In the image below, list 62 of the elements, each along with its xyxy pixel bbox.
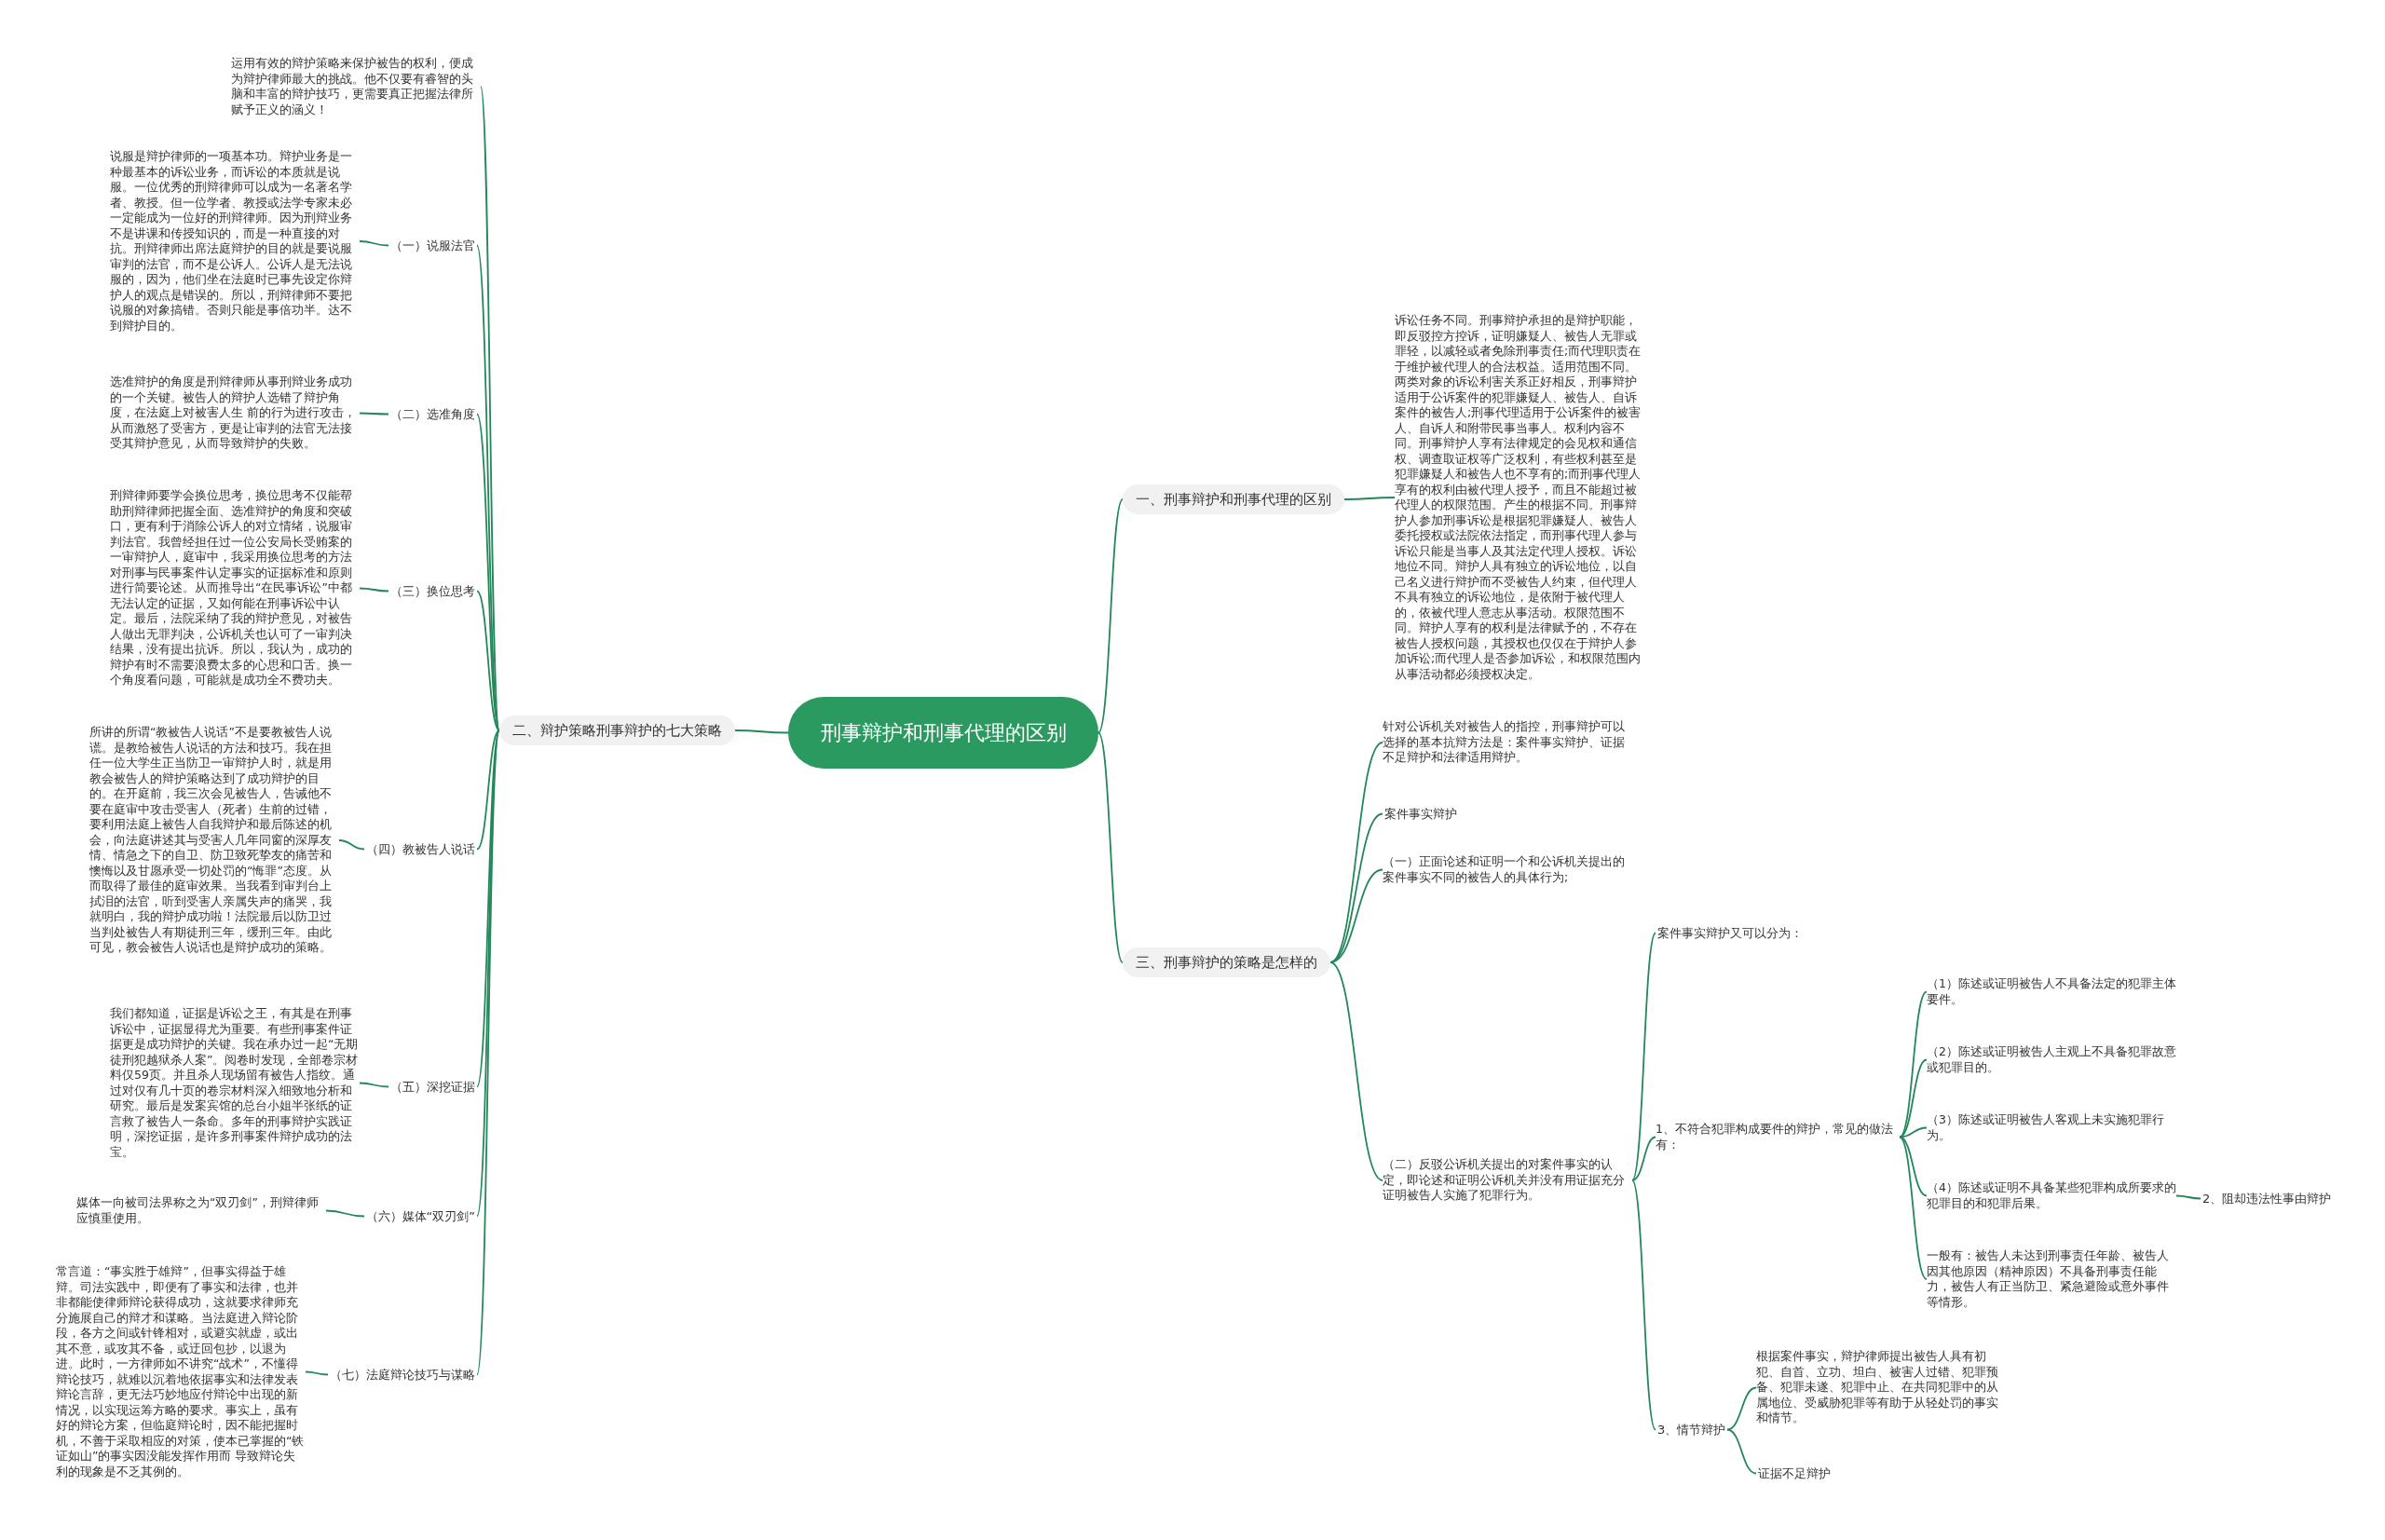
connector-line (1899, 1136, 1928, 1280)
connector-line (1899, 1126, 1928, 1138)
connector-line (359, 587, 389, 593)
subtopic-label: （六）媒体“双刃剑” (363, 1207, 477, 1225)
subtopic-label: （五）深挖证据 (388, 1078, 477, 1096)
connector-line (1329, 961, 1383, 1181)
note-text: 根据案件事实，辩护律师提出被告人具有初犯、自首、立功、坦白、被害人过错、犯罪预备、犯罪未遂、犯罪中止、在共同犯罪中的从属地位、受威胁犯罪等有助于从轻处罚的事实和情节。 (1756, 1349, 2006, 1426)
note-text: （二）反驳公诉机关提出的对案件事实的认定，即论述和证明公诉机关并没有用证据充分证明被告人实施了犯罪行为。 (1383, 1157, 1632, 1204)
central-topic: 刑事辩护和刑事代理的区别 (788, 697, 1098, 769)
subtopic-label: （四）教被告人说话 (364, 840, 477, 858)
note-text: 1、不符合犯罪构成要件的辩护，常见的做法有： (1656, 1122, 1900, 1152)
connector-line (1097, 731, 1124, 963)
connector-line (359, 1082, 389, 1088)
subtopic-label: （二）选准角度 (388, 405, 477, 423)
note-text: 一般有：被告人未达到刑事责任年龄、被告人因其他原因（精神原因）不具备刑事责任能力，被告人有正当防卫、紧急避险或意外事件等情形。 (1927, 1248, 2176, 1310)
connector-line (1097, 498, 1124, 734)
note-text: 运用有效的辩护策略来保护被告的权利，便成为辩护律师最大的挑战。他不仅要有睿智的头脑和丰富的辩护技巧，更需要真正把握法律所赋予正义的涵义！ (231, 56, 481, 117)
connector-line (338, 839, 365, 851)
connector-line (1631, 1179, 1656, 1431)
connector-line (359, 240, 389, 247)
subtopic-label: （七）法庭辩论技巧与谋略 (328, 1366, 477, 1383)
note-text: （3）陈述或证明被告人客观上未实施犯罪行为。 (1927, 1112, 2176, 1143)
connector-line (1631, 932, 1656, 1181)
branch-topic: 三、刑事辩护的策略是怎样的 (1123, 947, 1330, 977)
note-text: 刑辩律师要学会换位思考，换位思考不仅能帮助刑辩律师把握全面、选准辩护的角度和突破口，更有利于消除公诉人的对立情绪，说服审判法官。我曾经担任过一位公安局长受贿案的一审辩护人，庭审中，我采用换位思考的方法对刑事与民事案件认定事实的证据标准和原则进行简要论述。从而推导出“在民事诉讼”中都无法认定的证据，又如何能在刑事诉讼中认定。最后，法院采纳了我的辩护意见，对被告人做出无罪判决，公诉机关也认可了一审判决结果，没有提出抗诉。所以，我认为，成功的辩护有时不需要浪费太多的心思和口舌。换一个角度看问题，可能就是成功全不费功夫。 (110, 488, 360, 688)
connector-line (305, 1370, 329, 1376)
connector-line (1329, 868, 1383, 963)
connector-line (1631, 1136, 1656, 1181)
note-text: 媒体一向被司法界称之为“双刃剑”，刑辩律师应慎重使用。 (76, 1195, 326, 1226)
note-text: 我们都知道，证据是诉讼之王，有其是在刑事诉讼中，证据显得尤为重要。有些刑事案件证据更是成功辩护的关键。我在承办过一起“无期徒刑犯越狱杀人案”。阅卷时发现，全部卷宗材料仅59页。并且杀人现场留有被告人指纹。通过对仅有几十页的卷宗材料深入细致地分析和研究。最后是发案宾馆的总台小姐半张纸的证言救了被告人一条命。多年的刑事辩护实践证明，深挖证据，是许多刑事案件辩护成功的法宝。 (110, 1006, 360, 1160)
note-text: 常言道：“事实胜于雄辩”，但事实得益于雄辩。司法实践中，即便有了事实和法律，也并非都能使律师辩论获得成功，这就要求律师充分施展自己的辩才和谋略。当法庭进入辩论阶段，各方之间或针锋相对，或避实就虚，或出其不意，或攻其不备，或迂回包抄，以退为进。此时，一方律师如不讲究“战术”，不懂得辩论技巧，就难以沉着地依据事实和法律发表辩论言辞，更无法巧妙地应付辩论中出现的新情况，以实现运筹方略的要求。事实上，虽有好的辩论方案，但临庭辩论时，因不能把握时机，不善于采取相应的对策，使本已掌握的“铁证如山”的事实因没能发挥作用而 导致辩论失利的现象是不乏其例的。 (56, 1264, 306, 1479)
connector-line (1726, 1386, 1757, 1431)
branch-topic: 二、辩护策略刑事辩护的七大策略 (499, 715, 735, 745)
branch-topic: 一、刑事辩护和刑事代理的区别 (1123, 484, 1344, 514)
connector-line (325, 1209, 365, 1218)
subtopic-label: 案件事实辩护 (1383, 805, 1459, 823)
note-text: 说服是辩护律师的一项基本功。辩护业务是一种最基本的诉讼业务，而诉讼的本质就是说服。一位优秀的刑辩律师可以成为一名著名学者、教授。但一位学者、教授或法学专家未必一定能成为一位好的刑辩律师。因为刑辩业务不是讲课和传授知识的，而是一种直接的对抗。刑辩律师出席法庭辩护的目的就是要说服审判的法官，而不是公诉人。公诉人是无法说服的，因为，他们坐在法庭时已事先设定你辩护人的观点是错误的。所以，刑辩律师不要把说服的对象搞错。否则只能是事倍功半。达不到辩护目的。 (110, 149, 360, 334)
subtopic-label: 案件事实辩护又可以分为： (1656, 924, 1805, 942)
connector-line (1343, 497, 1396, 500)
note-text: 所讲的所谓“教被告人说话”不是要教被告人说谎。是教给被告人说话的方法和技巧。我在担任一位大学生正当防卫一审辩护人时，就是用教会被告人的辩护策略达到了成功辩护的目的。在开庭前，我三次会见被告人，告诫他不要在庭审中攻击受害人（死者）生前的过错，要利用法庭上被告人自我辩护和最后陈述的机会，向法庭讲述其与受害人几年同窗的深厚友情、情急之下的自卫、防卫致死挚友的痛苦和懊悔以及甘愿承受一切处罚的“悔罪”态度。从而取得了最佳的庭审效果。当我看到审判台上拭泪的法官，听到受害人亲属失声的痛哭，我就明白，我的辩护成功啦！法院最后以防卫过当判处被告人有期徒刑三年，缓刑三年。由此可见，教会被告人说话也是辩护成功的策略。 (89, 725, 339, 956)
note-text: （2）陈述或证明被告人主观上不具备犯罪故意或犯罪目的。 (1927, 1044, 2176, 1075)
note-text: 选准辩护的角度是刑辩律师从事刑辩业务成功的一个关键。被告人的辩护人选错了辩护角度，在法庭上对被害人生 前的行为进行攻击，从而激怒了受害方，更是让审判的法官无法接受其辩护意见，从而导致辩护的失败。 (110, 375, 360, 452)
note-text: （4）陈述或证明不具备某些犯罪构成所要求的犯罪目的和犯罪后果。 (1927, 1180, 2176, 1211)
connector-line (1329, 812, 1383, 963)
connector-line (1726, 1428, 1757, 1475)
note-text: （一）正面论述和证明一个和公诉机关提出的案件事实不同的被告人的具体行为; (1383, 854, 1632, 885)
connector-line (734, 729, 789, 734)
connector-line (1899, 1136, 1928, 1197)
connector-line (476, 413, 500, 731)
note-text: 针对公诉机关对被告人的指控，刑事辩护可以选择的基本抗辩方法是：案件事实辩护、证据不足辩护和法律适用辩护。 (1383, 719, 1632, 766)
note-text: 诉讼任务不同。刑事辩护承担的是辩护职能，即反驳控方控诉，证明嫌疑人、被告人无罪或罪轻，以减轻或者免除刑事责任;而代理职责在于维护被代理人的合法权益。适用范围不同。两类对象的诉讼利害关系正好相反，刑事辩护适用于公诉案件的犯罪嫌疑人、被告人、自诉案件的被告人;刑事代理适用于公诉案件的被害人、自诉人和附带民事当事人。权利内容不同。刑事辩护人享有法律规定的会见权和通信权、调查取证权等广泛权利，有些权利甚至是犯罪嫌疑人和被告人也不享有的;而刑事代理人享有的权利由被代理人授予，而且不能超过被代理人的权限范围。产生的根据不同。刑事辩护人参加刑事诉讼是根据犯罪嫌疑人、被告人委托授权或法院依法指定，而刑事代理人参与诉讼只能是当事人及其法定代理人授权。诉讼地位不同。辩护人具有独立的诉讼地位，以自己名义进行辩护而不受被告人约束，但代理人不具有独立的诉讼地位，是依附于被代理人的，依被代理人意志从事活动。权限范围不同。辩护人享有的权利是法律赋予的，不存在被告人授权问题，其授权也仅仅在于辩护人参加诉讼;而代理人是否参加诉讼，和权限范围内从事活动都必须授权决定。 (1395, 313, 1644, 682)
subtopic-label: （一）说服法官 (388, 237, 477, 254)
connector-line (476, 729, 500, 851)
connector-line (359, 412, 389, 416)
subtopic-label: 3、情节辩护 (1656, 1421, 1728, 1438)
subtopic-label: （三）换位思考 (388, 582, 477, 600)
connector-line (2175, 1194, 2201, 1200)
connector-line (476, 590, 500, 731)
subtopic-label: 证据不足辩护 (1756, 1465, 1833, 1482)
subtopic-label: 2、阻却违法性事由辩护 (2201, 1190, 2334, 1207)
connector-line (1899, 1058, 1928, 1138)
note-text: （1）陈述或证明被告人不具备法定的犯罪主体要件。 (1927, 976, 2176, 1007)
